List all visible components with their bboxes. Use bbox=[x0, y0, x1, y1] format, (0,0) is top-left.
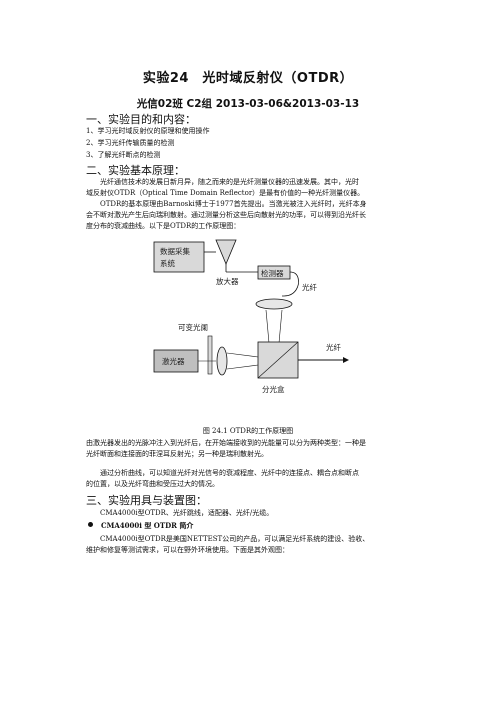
page-title: 实验24 光时域反射仪（OTDR） bbox=[142, 71, 354, 86]
bullet-dot-icon bbox=[88, 522, 93, 527]
daq-label-1: 数据采集 bbox=[160, 246, 190, 256]
paragraph-line: 的位置，以及光纤弯曲和受压过大的情况。 bbox=[86, 480, 219, 488]
paragraph-line: 光纤通信技术的发展日新月异，随之而来的是光纤测量仪器的迅速发展。其中，光时 bbox=[100, 178, 359, 186]
paragraph-line: 维护和修复等测试需求，可以在野外环境使用。下面是其外观图： bbox=[86, 546, 289, 554]
otdr-diagram: 数据采集 系统 放大器 检测器 光纤 可变光阑 激光器 分光盒 bbox=[153, 239, 349, 394]
paragraph-line: 会不断对激光产生后向瑞利散射。通过测量分析这些后向散射光的功率，可以得到沿光纤长 bbox=[86, 211, 366, 219]
fiber-label-top: 光纤 bbox=[302, 282, 317, 292]
section-heading-2: 二、实验基本原理： bbox=[86, 164, 185, 177]
amplifier-triangle bbox=[215, 239, 237, 266]
paragraph-line: 度分布的衰减曲线。以下是OTDR的工作原理图： bbox=[86, 222, 241, 230]
detector-box bbox=[257, 265, 291, 280]
bullet-label: CMA4000i 型 OTDR 简介 bbox=[101, 521, 194, 530]
aperture-label: 可变光阑 bbox=[178, 322, 208, 332]
splitter-label: 分光盒 bbox=[262, 384, 285, 394]
lens-upper bbox=[255, 298, 293, 310]
section-heading-3: 三、实验用具与装置图： bbox=[86, 494, 207, 507]
paragraph-line: OTDR的基本原理由Barnoski博士于1977首先提出。当激光被注入光纤时，… bbox=[100, 200, 367, 208]
figure-caption: 图 24.1 OTDR的工作原理图 bbox=[202, 427, 294, 435]
page-subtitle: 光信02班 C2组 2013-03-06&2013-03-13 bbox=[136, 98, 360, 110]
list-item: 1、学习光时域反射仪的原理和使用操作 bbox=[86, 127, 210, 135]
aperture-plate bbox=[207, 335, 213, 375]
paragraph-line: 光纤断面和连接面的菲涅耳反射光；另一种是瑞利散射光。 bbox=[86, 450, 268, 458]
laser-label: 激光器 bbox=[162, 356, 185, 366]
paragraph-line: 域反射仪OTDR（Optical Time Domain Reflector）是… bbox=[86, 189, 365, 197]
section-heading-1: 一、实验目的和内容： bbox=[86, 113, 196, 126]
list-item: 3、了解光纤断点的检测 bbox=[86, 151, 161, 159]
lens-launch bbox=[216, 346, 228, 376]
detector-label: 检测器 bbox=[261, 268, 284, 278]
daq-label-2: 系统 bbox=[160, 258, 175, 268]
bullet-item: CMA4000i 型 OTDR 简介 bbox=[88, 521, 193, 531]
amplifier-label: 放大器 bbox=[216, 276, 239, 286]
paragraph-line: CMA4000i型OTDR是美国NETTEST公司的产品，可以满足光纤系统的建设… bbox=[100, 535, 370, 543]
paragraph-line: 由激光器发出的光脉冲注入到光纤后，在开始端接收到的光能量可以分为两种类型：一种是 bbox=[86, 439, 366, 447]
fiber-label-right: 光纤 bbox=[326, 342, 341, 352]
paragraph-line: 通过分析曲线，可以知道光纤对光信号的衰减程度、光纤中的连接点、耦合点和断点 bbox=[100, 469, 359, 477]
equipment-line: CMA4000i型OTDR、光纤跳线，适配器、光纤/光缆。 bbox=[100, 509, 274, 517]
daq-box bbox=[153, 241, 205, 273]
list-item: 2、学习光纤传输质量的检测 bbox=[86, 139, 175, 147]
